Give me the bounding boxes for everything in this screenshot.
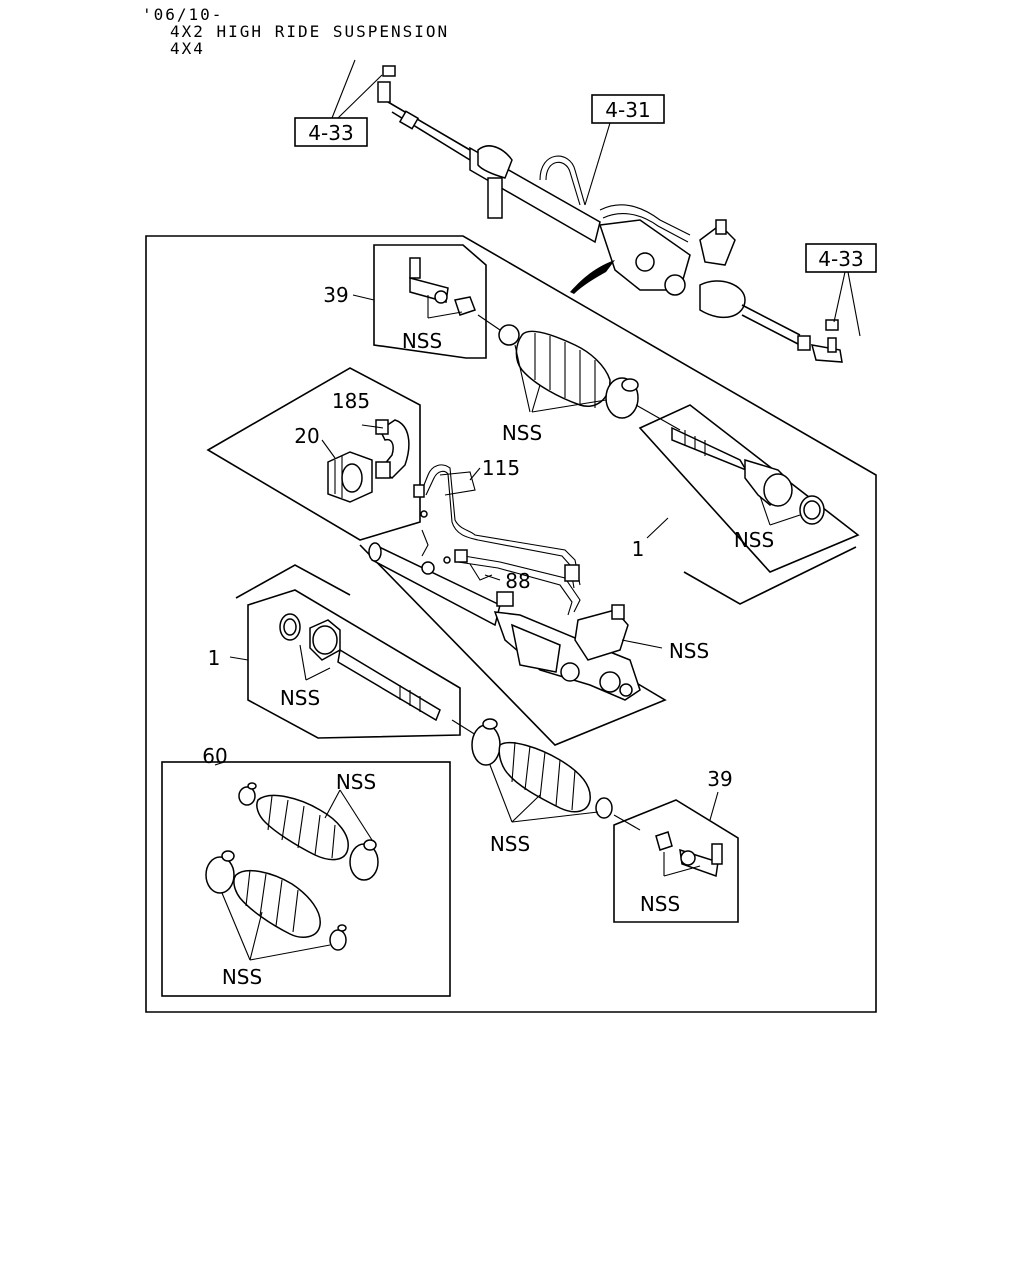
nss-kit-top: NSS — [336, 770, 376, 794]
boot-assembly-bottom — [451, 718, 641, 831]
inner-tie-rod-right — [638, 404, 860, 605]
inner-tie-rod-left — [235, 564, 461, 739]
ref-box-4-33-left[interactable]: 4-33 — [294, 117, 368, 147]
callout-115: 115 — [482, 456, 520, 480]
ref-label-4-33-right: 4-33 — [818, 247, 863, 271]
callout-185: 185 — [332, 389, 370, 413]
tie-rod-end-top — [373, 244, 501, 359]
nss-boot-bottom: NSS — [490, 832, 530, 856]
nss-tie-rod-top: NSS — [402, 329, 442, 353]
callout-1-right: 1 — [632, 537, 645, 561]
nss-inner-rod-left: NSS — [280, 686, 320, 710]
overview-rack-assembly — [377, 65, 843, 363]
ref-box-4-31[interactable]: 4-31 — [591, 94, 665, 124]
callout-39-top: 39 — [323, 283, 348, 307]
callout-1-left: 1 — [208, 646, 221, 670]
header-suspension: 4X2 HIGH RIDE SUSPENSION — [170, 22, 450, 41]
tie-rod-end-bottom — [613, 799, 739, 923]
nss-valve: NSS — [669, 639, 709, 663]
ref-label-4-33-left: 4-33 — [308, 121, 353, 145]
callout-39-bottom: 39 — [707, 767, 732, 791]
callout-88: 88 — [505, 569, 530, 593]
callout-60: 60 — [202, 744, 227, 768]
header-drive: 4X4 — [170, 39, 205, 58]
rack-housing-main — [359, 464, 667, 746]
boot-kit-parts — [205, 782, 379, 961]
detail-frame — [145, 235, 877, 1013]
nss-inner-rod-right: NSS — [734, 528, 774, 552]
nss-boot-top: NSS — [502, 421, 542, 445]
callout-20: 20 — [294, 424, 319, 448]
ref-label-4-31: 4-31 — [605, 98, 650, 122]
nss-kit-bottom: NSS — [222, 965, 262, 989]
ref-box-4-33-right[interactable]: 4-33 — [805, 243, 877, 273]
boot-assembly-top — [498, 324, 681, 431]
bracket-group — [206, 367, 421, 541]
header-date: '06/10- — [142, 5, 224, 24]
boot-kit-frame — [161, 761, 451, 997]
nss-tie-rod-bottom: NSS — [640, 892, 680, 916]
